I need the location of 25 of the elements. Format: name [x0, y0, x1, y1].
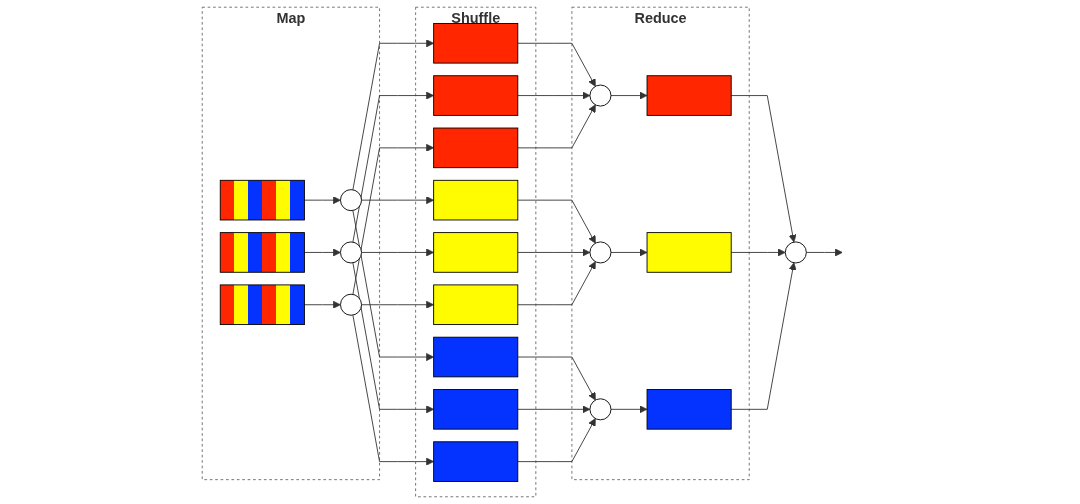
data-block-bar [432, 336, 518, 378]
process-circle [589, 398, 612, 421]
data-block-bar [432, 284, 518, 325]
process-circle [339, 293, 362, 316]
stage-title: Map [276, 9, 305, 26]
data-block-bar [646, 75, 732, 116]
stage-title: Reduce [634, 9, 687, 26]
stage-title: Shuffle [450, 9, 500, 26]
process-circle [589, 84, 612, 107]
data-block-bar [432, 179, 518, 221]
data-block-bar [432, 127, 518, 169]
data-block-bar [646, 389, 732, 430]
data-block-bar [219, 179, 305, 221]
process-circle [339, 189, 362, 212]
data-block-bar [432, 389, 518, 430]
data-block-bar [219, 232, 305, 273]
data-block-bar [432, 75, 518, 116]
process-circle [339, 241, 362, 264]
data-block-bar [432, 232, 518, 273]
data-block-bar [219, 284, 305, 325]
process-circle [784, 241, 807, 264]
process-circle [589, 241, 612, 264]
data-block-bar [646, 232, 732, 273]
data-block-bar [432, 23, 518, 64]
data-block-bar [432, 441, 518, 482]
